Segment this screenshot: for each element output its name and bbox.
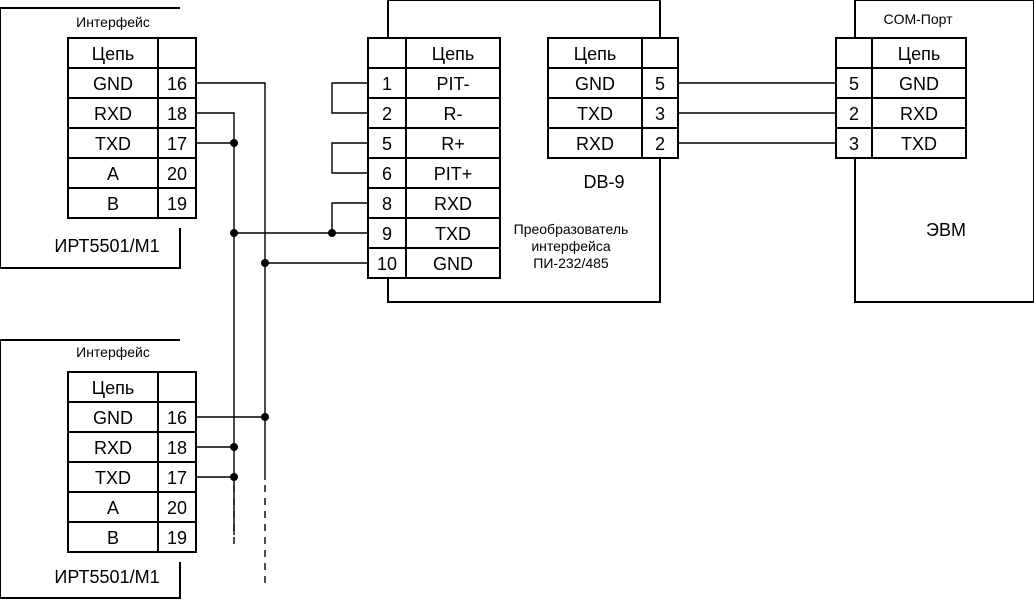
signal-txd: TXD — [95, 134, 131, 154]
device-irt5501-bottom: Интерфейс ИРТ5501/М1 Цепь GND 16 RXD 18 … — [0, 339, 197, 599]
signal-r-minus: R- — [444, 104, 463, 124]
pin-1: 1 — [382, 74, 392, 94]
pin-3: 3 — [655, 104, 665, 124]
converter-pi-232-485: Преобразователь интерфейса ПИ-232/485 Це… — [367, 0, 679, 303]
signal-b: B — [107, 528, 119, 548]
converter-label-line1: Преобразователь — [514, 221, 629, 237]
wire-rxd-txd-bridge — [331, 202, 368, 233]
db9-pin-table: Цепь GND 5 TXD 3 RXD 2 — [547, 37, 679, 159]
signal-pit-minus: PIT- — [436, 74, 469, 94]
signal-rxd: RXD — [900, 104, 938, 124]
pin-19: 19 — [167, 194, 187, 214]
junction-dot — [261, 413, 269, 421]
signal-gnd: GND — [93, 408, 133, 428]
table-header-circuit: Цепь — [92, 44, 134, 64]
device-name: ИРТ5501/М1 — [54, 236, 159, 256]
signal-gnd: GND — [899, 74, 939, 94]
signal-gnd: GND — [93, 74, 133, 94]
pin-18: 18 — [167, 438, 187, 458]
signal-txd: TXD — [435, 224, 471, 244]
pin-17: 17 — [167, 468, 187, 488]
pin-20: 20 — [167, 164, 187, 184]
junction-dot — [261, 259, 269, 267]
signal-a: A — [107, 498, 119, 518]
pin-2: 2 — [849, 104, 859, 124]
signal-b: B — [107, 194, 119, 214]
table-header-circuit: Цепь — [574, 44, 616, 64]
wire-gnd-bus — [196, 82, 368, 264]
device-interface-label: Интерфейс — [76, 14, 150, 30]
junction-dot — [230, 473, 238, 481]
pin-16: 16 — [167, 74, 187, 94]
junction-dot — [230, 139, 238, 147]
signal-pit-plus: PIT+ — [434, 164, 473, 184]
signal-rxd: RXD — [576, 134, 614, 154]
pin-8: 8 — [382, 194, 392, 214]
wire-jumper-1-2 — [331, 82, 368, 114]
pin-16: 16 — [167, 408, 187, 428]
pin-17: 17 — [167, 134, 187, 154]
pin-9: 9 — [382, 224, 392, 244]
device-interface-label: Интерфейс — [76, 344, 150, 360]
converter-pin-table: Цепь 1 PIT- 2 R- 5 R+ 6 PIT+ 8 RXD 9 T — [367, 37, 501, 279]
pin-2: 2 — [655, 134, 665, 154]
signal-rxd: RXD — [434, 194, 472, 214]
pin-10: 10 — [377, 254, 397, 274]
signal-gnd: GND — [433, 254, 473, 274]
signal-rxd: RXD — [94, 438, 132, 458]
db9-label: DB-9 — [583, 172, 624, 192]
pin-6: 6 — [382, 164, 392, 184]
junction-dot — [230, 229, 238, 237]
pin-18: 18 — [167, 104, 187, 124]
pin-20: 20 — [167, 498, 187, 518]
signal-txd: TXD — [577, 104, 613, 124]
device-name: ИРТ5501/М1 — [54, 567, 159, 587]
signal-txd: TXD — [95, 468, 131, 488]
converter-label-line2: интерфейса — [531, 238, 611, 254]
computer-evm: COM-Порт ЭВМ Цепь 5 GND 2 RXD 3 TXD — [835, 0, 1034, 303]
pin-5: 5 — [849, 74, 859, 94]
pin-5: 5 — [655, 74, 665, 94]
signal-txd: TXD — [901, 134, 937, 154]
device-irt5501-top: Интерфейс ИРТ5501/М1 Цепь GND 16 RXD 18 … — [0, 7, 197, 269]
pin-5: 5 — [382, 134, 392, 154]
signal-r-plus: R+ — [441, 134, 465, 154]
wires — [196, 82, 836, 585]
junction-dot — [230, 443, 238, 451]
converter-label-line3: ПИ-232/485 — [533, 255, 609, 271]
junction-dot — [328, 229, 336, 237]
com-port-pin-table: Цепь 5 GND 2 RXD 3 TXD — [835, 37, 967, 159]
computer-name: ЭВМ — [926, 220, 966, 240]
signal-a: A — [107, 164, 119, 184]
signal-gnd: GND — [575, 74, 615, 94]
pin-19: 19 — [167, 528, 187, 548]
table-header-circuit: Цепь — [898, 44, 940, 64]
wire-jumper-5-6 — [331, 142, 368, 174]
pin-3: 3 — [849, 134, 859, 154]
device-pin-table: Цепь GND 16 RXD 18 TXD 17 A 20 B 19 — [67, 371, 197, 553]
pin-2: 2 — [382, 104, 392, 124]
table-header-circuit: Цепь — [432, 44, 474, 64]
device-pin-table: Цепь GND 16 RXD 18 TXD 17 A 20 B 19 — [67, 37, 197, 219]
table-header-circuit: Цепь — [92, 378, 134, 398]
com-port-label: COM-Порт — [883, 11, 953, 27]
signal-rxd: RXD — [94, 104, 132, 124]
wire-rxd-bus — [196, 112, 235, 143]
